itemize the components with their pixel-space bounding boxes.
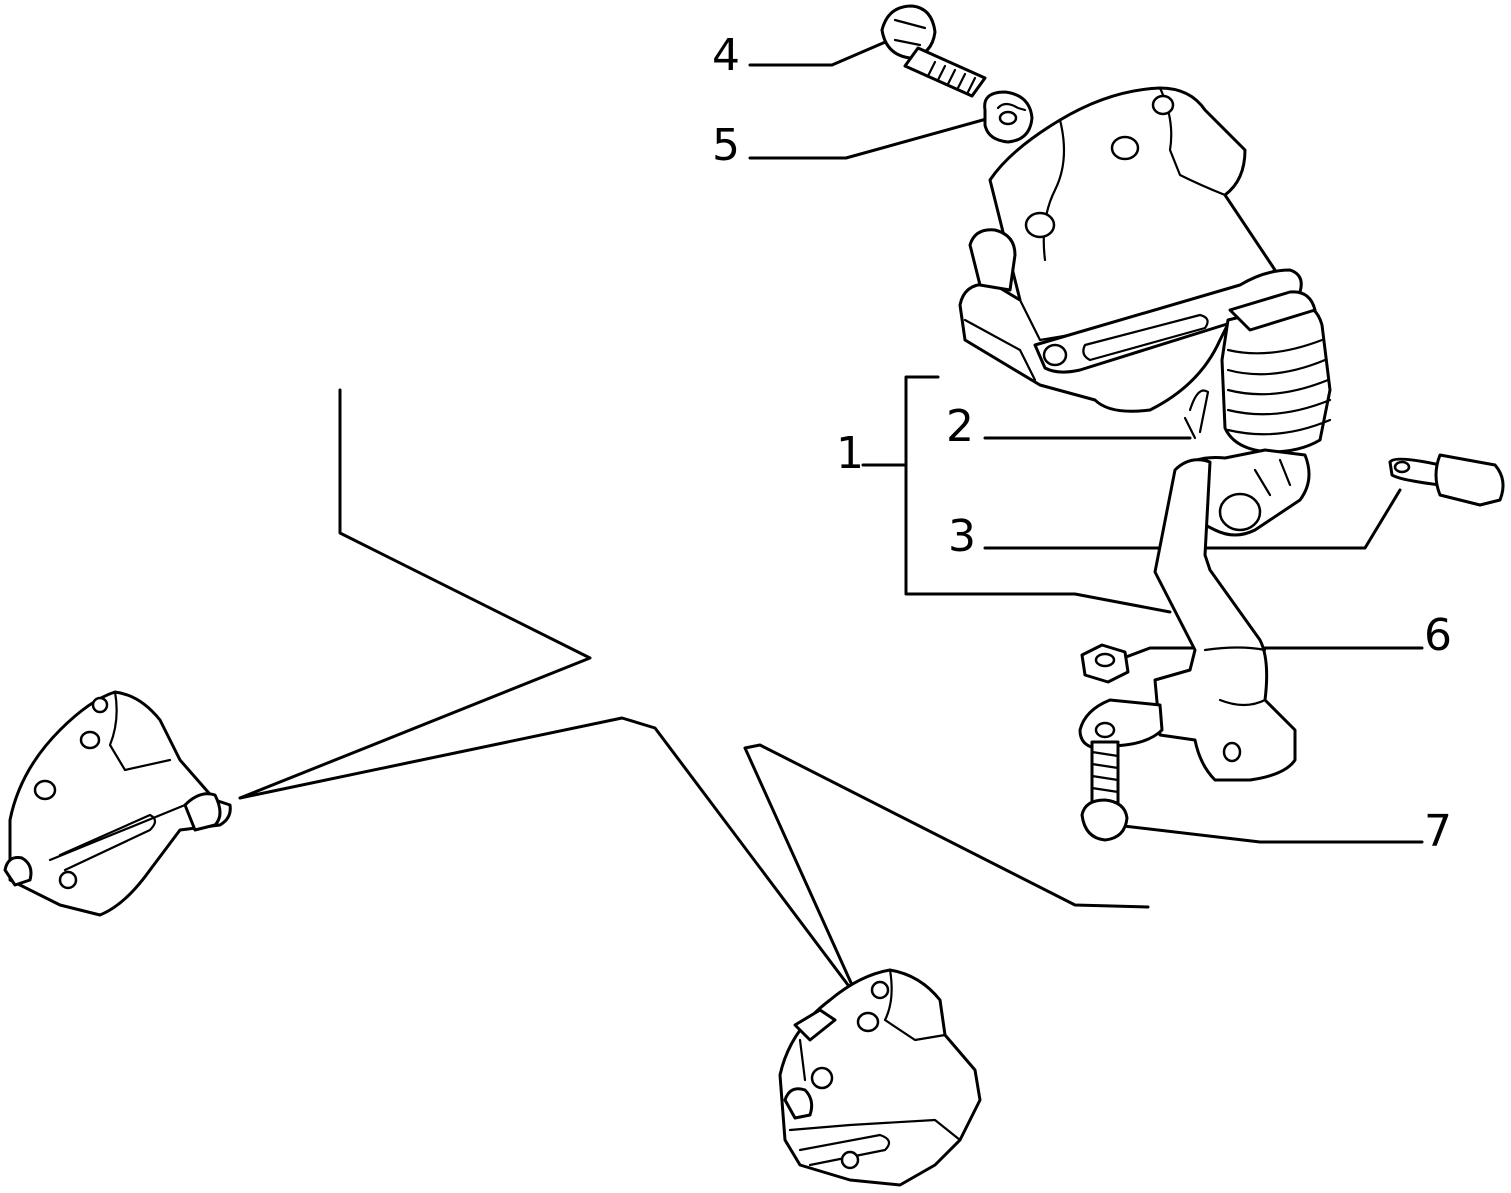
- callout-4: 4: [712, 30, 740, 81]
- valve-assembly-view-left: [3, 690, 232, 917]
- leader-7: [1113, 823, 1424, 844]
- position-line-left: [238, 388, 592, 800]
- leader-1-bracket: [904, 375, 1172, 614]
- leader-3: [983, 488, 1402, 550]
- callout-2: 2: [946, 401, 974, 452]
- bracket-rod: [1078, 458, 1297, 782]
- callout-6: 6: [1424, 610, 1452, 661]
- leader-5: [748, 116, 992, 160]
- position-line-bottom: [743, 743, 1150, 987]
- valve-assembly-view-bottom: [778, 968, 982, 1187]
- valve-assembly-main: [958, 86, 1332, 537]
- bolt-4: [880, 4, 987, 98]
- position-line-left-2: [238, 716, 850, 987]
- callout-7: 7: [1424, 806, 1452, 857]
- washer-5: [983, 90, 1034, 144]
- screw-7: [1080, 740, 1129, 842]
- callout-1: 1: [836, 428, 864, 479]
- leader-lines: [238, 38, 1424, 987]
- cotter-pin-2: [1183, 389, 1210, 440]
- nut-6: [1080, 643, 1130, 684]
- callout-5: 5: [712, 120, 740, 171]
- callout-3: 3: [948, 511, 976, 562]
- leader-6: [1116, 646, 1424, 662]
- pin-3: [1388, 453, 1505, 507]
- leader-4: [748, 38, 892, 67]
